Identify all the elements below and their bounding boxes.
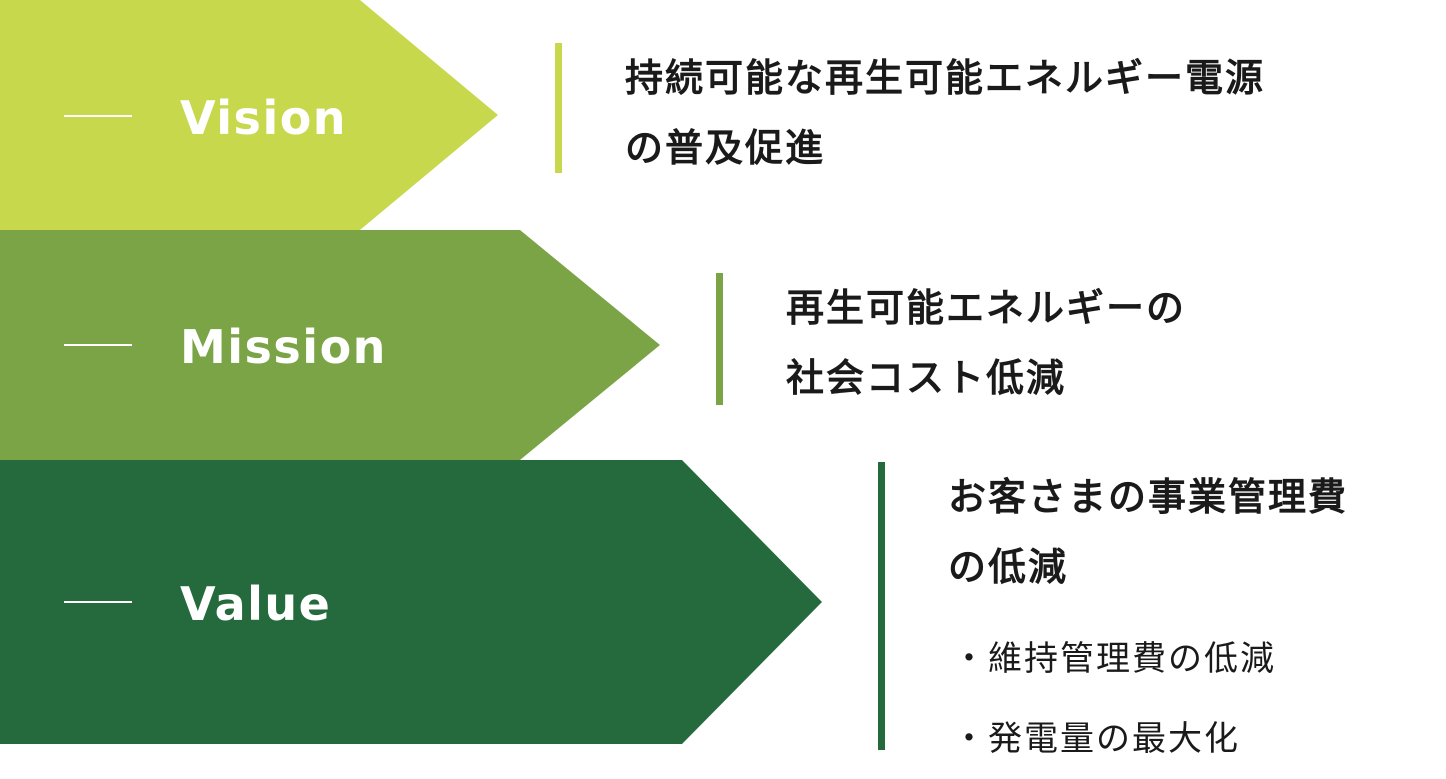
mission-accent-bar bbox=[716, 273, 723, 405]
value-statement-line-1: お客さまの事業管理費 bbox=[948, 475, 1349, 519]
value-bullet-list: ・維持管理費の低減 ・発電量の最大化 bbox=[952, 619, 1276, 779]
value-arrow: Value bbox=[0, 460, 824, 744]
mission-arrow-shape bbox=[0, 230, 660, 460]
value-arrow-polygon bbox=[0, 460, 822, 744]
value-bullet-item: ・発電量の最大化 bbox=[952, 719, 1240, 759]
vision-arrow-shape bbox=[0, 0, 498, 230]
mission-label: Mission bbox=[180, 320, 387, 374]
value-label: Value bbox=[180, 577, 332, 631]
value-statement-line-2: の低減 bbox=[948, 545, 1069, 589]
mission-arrow: Mission bbox=[0, 230, 662, 460]
mission-statement-line-2: 社会コスト低減 bbox=[786, 356, 1067, 400]
value-statement: お客さまの事業管理費 の低減 bbox=[948, 462, 1348, 602]
vision-label: Vision bbox=[180, 91, 348, 145]
mission-dash bbox=[64, 344, 132, 346]
mission-arrow-polygon bbox=[0, 230, 660, 460]
vision-arrow-polygon bbox=[0, 0, 498, 230]
mission-statement-line-1: 再生可能エネルギーの bbox=[786, 286, 1187, 330]
value-dash bbox=[64, 601, 132, 603]
mission-statement: 再生可能エネルギーの 社会コスト低減 bbox=[786, 273, 1186, 413]
value-accent-bar bbox=[878, 462, 885, 750]
vision-arrow: Vision bbox=[0, 0, 500, 230]
vision-accent-bar bbox=[555, 43, 562, 173]
vision-statement-line-1: 持続可能な再生可能エネルギー電源 bbox=[625, 56, 1266, 100]
vision-dash bbox=[64, 115, 132, 117]
value-arrow-shape bbox=[0, 460, 822, 744]
value-bullet-item: ・維持管理費の低減 bbox=[952, 639, 1276, 679]
vision-statement-line-2: の普及促進 bbox=[625, 126, 826, 170]
vision-statement: 持続可能な再生可能エネルギー電源 の普及促進 bbox=[625, 43, 1265, 183]
